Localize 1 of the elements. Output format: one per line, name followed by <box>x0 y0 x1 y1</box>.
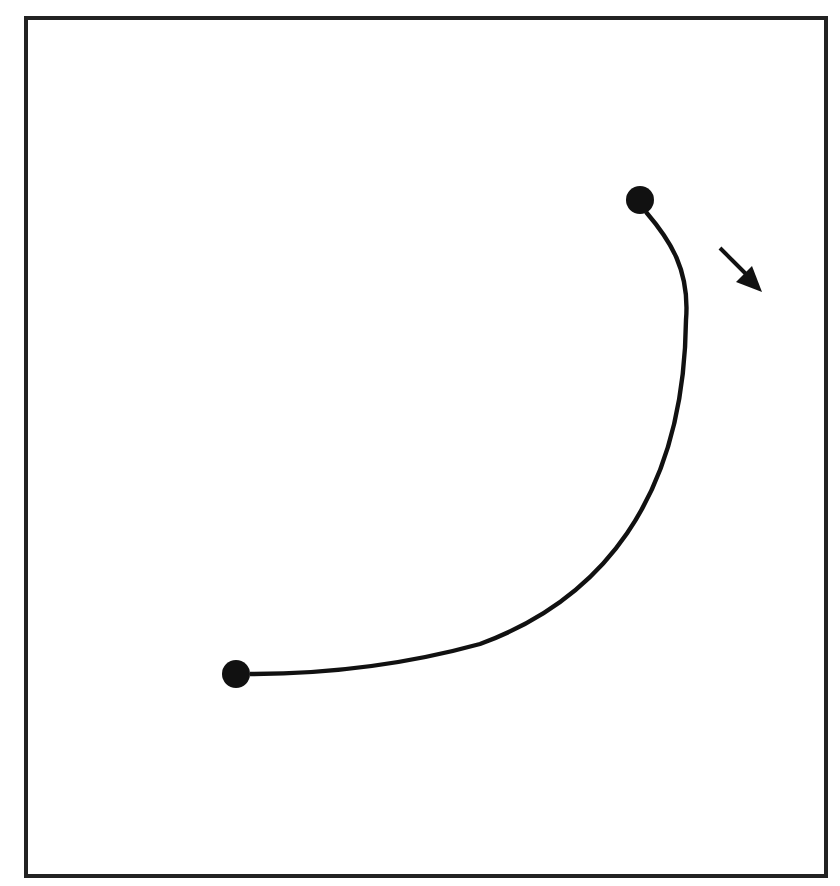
curved-line <box>249 210 689 677</box>
